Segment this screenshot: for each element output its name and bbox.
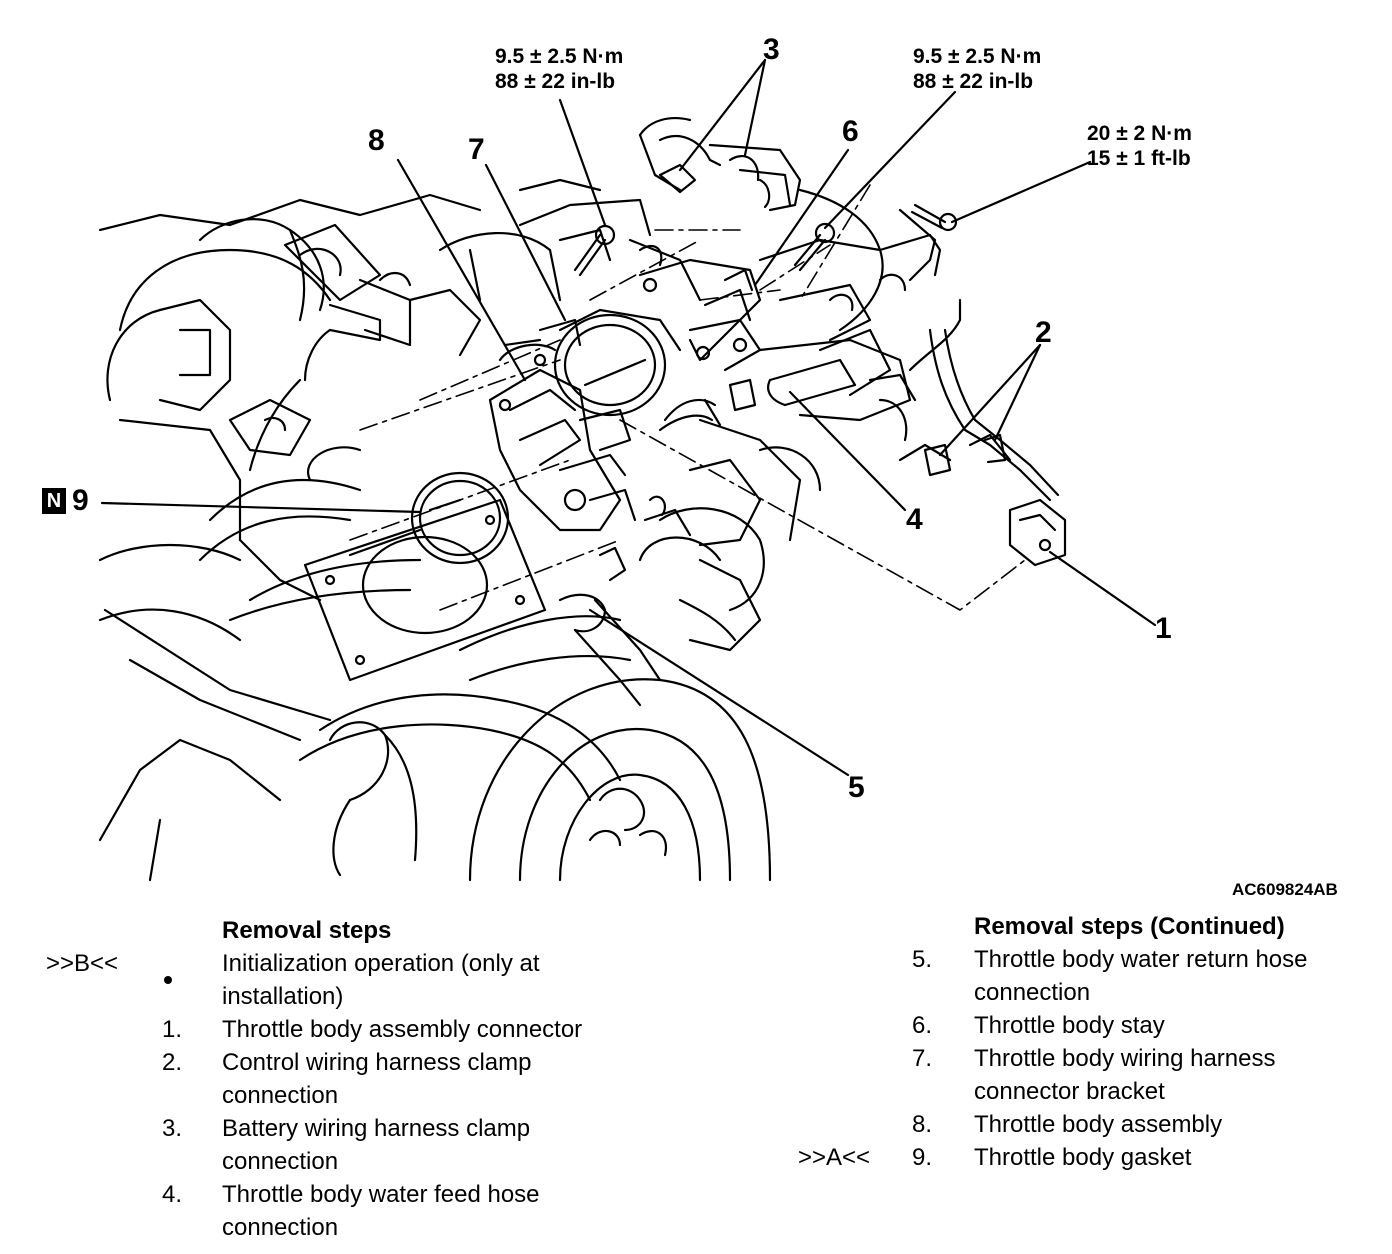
pulley [468,678,772,882]
step-text-cont: installation) [222,983,344,1010]
step-number: 9. [912,1144,933,1171]
bullet-icon [164,960,172,993]
step-3: 3. Battery wiring harness clamp connecti… [0,1112,700,1178]
step-number: 4. [162,1181,183,1208]
step-text: Throttle body water return hose [974,946,1308,973]
step-text: Throttle body gasket [974,1144,1192,1171]
callout-3: 3 [763,33,780,66]
callout-9: 9 [72,484,89,517]
step-text-cont: connection [222,1214,339,1241]
throttle-body-diagram [98,58,1157,882]
figure-id: AC609824AB [1232,880,1338,899]
torque-imperial: 88 ± 22 in-lb [495,70,616,93]
step-text: Throttle body assembly connector [222,1016,583,1043]
hoses [198,117,1060,877]
step-ref: >>B<< [46,950,119,977]
step-5: 5. Throttle body water return hose conne… [780,943,1380,1009]
step-initialization: >>B<< Initialization operation (only at … [0,947,700,1013]
step-6: 6. Throttle body stay [780,1009,1380,1042]
step-text: Control wiring harness clamp [222,1049,532,1076]
step-7: 7. Throttle body wiring harness connecto… [780,1042,1380,1108]
step-number: 2. [162,1049,183,1076]
step-8: 8. Throttle body assembly [780,1108,1380,1141]
clamps [598,163,1007,582]
callout-2: 2 [1035,316,1052,349]
step-number: 8. [912,1111,933,1138]
intake-flange [303,498,547,682]
step-2: 2. Control wiring harness clamp connecti… [0,1046,700,1112]
step-number: 5. [912,946,933,973]
torque-imperial: 88 ± 22 in-lb [913,70,1034,93]
callout-5: 5 [848,771,865,804]
removal-steps-continued-title: Removal steps (Continued) [974,913,1285,940]
bolts [573,203,958,277]
step-4: 4. Throttle body water feed hose connect… [0,1178,700,1244]
callout-8: 8 [368,124,385,157]
step-text: Throttle body wiring harness [974,1045,1276,1072]
engine-linework [98,178,962,882]
assembly-lines [349,184,1026,611]
torque-imperial: 15 ± 1 ft-lb [1087,147,1191,170]
removal-steps: Removal steps >>B<< Initialization opera… [0,914,700,1244]
callout-1: 1 [1155,612,1172,645]
step-text: Throttle body water feed hose [222,1181,540,1208]
step-text: Initialization operation (only at [222,950,540,977]
step-text: Battery wiring harness clamp [222,1115,531,1142]
step-text-cont: connection [974,979,1091,1006]
removal-steps-continued: Removal steps (Continued) 5. Throttle bo… [780,910,1380,1174]
step-ref: >>A<< [798,1144,871,1171]
callout-7: 7 [468,133,485,166]
step-number: 6. [912,1012,933,1039]
callout-6: 6 [842,115,859,148]
throttle-stay [638,258,762,362]
step-number: 3. [162,1115,183,1142]
connector [1008,498,1067,567]
step-1: 1. Throttle body assembly connector [0,1013,700,1046]
torque-metric: 9.5 ± 2.5 N·m [913,45,1042,68]
torque-metric: 9.5 ± 2.5 N·m [495,45,624,68]
step-text-cont: connection [222,1148,339,1175]
new-part-badge: N [42,488,66,514]
throttle-body [488,308,682,532]
step-text-cont: connector bracket [974,1078,1165,1105]
step-text: Throttle body assembly [974,1111,1223,1138]
torque-metric: 20 ± 2 N·m [1087,122,1192,145]
step-text-cont: connection [222,1082,339,1109]
torque-spec-middle: 9.5 ± 2.5 N·m 88 ± 22 in-lb [913,44,1041,94]
torque-spec-left: 9.5 ± 2.5 N·m 88 ± 22 in-lb [495,44,623,94]
step-text: Throttle body stay [974,1012,1165,1039]
torque-spec-right: 20 ± 2 N·m 15 ± 1 ft-lb [1087,121,1192,171]
step-number: 1. [162,1016,183,1043]
step-number: 7. [912,1045,933,1072]
removal-steps-title: Removal steps [222,917,392,944]
callout-4: 4 [906,503,923,536]
leader-lines [100,58,1157,777]
step-9: >>A<< 9. Throttle body gasket [780,1141,1380,1174]
